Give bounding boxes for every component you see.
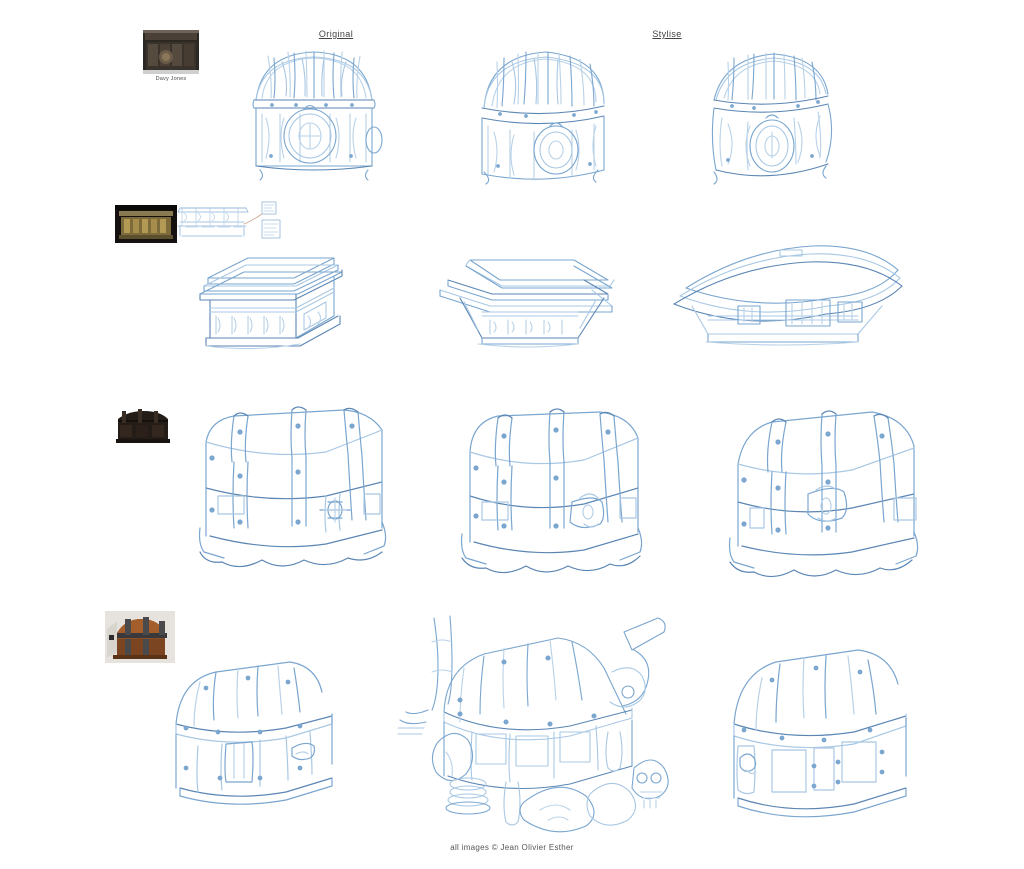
cartoon-pirate-chest-photo bbox=[105, 611, 175, 663]
drawing-row-1-original bbox=[238, 36, 390, 186]
reference-thumbnail-caption-row-1: Davy Jones bbox=[155, 76, 187, 82]
column-heading-stylise: Stylise bbox=[652, 29, 682, 39]
drawing-row-4-original bbox=[160, 648, 340, 808]
drawing-row-2-stylise-a bbox=[420, 236, 632, 352]
reference-thumbnail-row-3 bbox=[106, 403, 180, 447]
banded-trunk-latch-sketch bbox=[460, 408, 643, 574]
drawing-row-3-stylise-a bbox=[452, 398, 668, 574]
column-heading-original: Original bbox=[318, 29, 354, 39]
reference-thumbnail-row-2 bbox=[115, 205, 177, 243]
ornate-chest-photo bbox=[143, 30, 199, 74]
ornate-domed-chest-three-quarter-sketch bbox=[481, 51, 605, 185]
sarcophagus-detail-sketches bbox=[177, 201, 281, 239]
reference-thumbnail-row-1 bbox=[143, 30, 199, 74]
copyright-credit: all images © Jean Olivier Esther bbox=[450, 843, 574, 852]
ornate-domed-chest-front-sketch bbox=[252, 50, 383, 181]
barrel-lid-chest-plain-sketch bbox=[175, 661, 333, 805]
pirate-chest-treasure-scene-sketch bbox=[397, 615, 669, 833]
reference-thumbnail-row-4 bbox=[105, 611, 175, 663]
drawing-row-1-stylise-a bbox=[464, 30, 624, 188]
drawing-row-2-detail-studies bbox=[176, 200, 286, 242]
sarcophagus-chest-photo bbox=[115, 205, 177, 243]
sarcophagus-chest-flared-sketch bbox=[673, 245, 903, 346]
barrel-lid-chest-angled-sketch bbox=[733, 649, 907, 818]
drawing-row-2-original bbox=[182, 242, 368, 358]
drawing-row-2-stylise-b bbox=[662, 238, 912, 350]
sarcophagus-chest-flat-sketch bbox=[199, 257, 343, 350]
banded-trunk-angled-sketch bbox=[728, 410, 919, 578]
drawing-row-3-original bbox=[192, 398, 410, 574]
ornate-domed-chest-angled-sketch bbox=[711, 52, 833, 185]
drawing-row-4-stylise-a bbox=[397, 612, 688, 833]
wooden-trunk-photo bbox=[106, 403, 180, 447]
drawing-row-3-stylise-b bbox=[722, 398, 938, 578]
banded-trunk-front-sketch bbox=[198, 406, 387, 568]
drawing-row-1-stylise-b bbox=[698, 38, 844, 190]
sarcophagus-chest-tapered-sketch bbox=[439, 259, 615, 348]
drawing-row-4-stylise-b bbox=[718, 640, 934, 824]
